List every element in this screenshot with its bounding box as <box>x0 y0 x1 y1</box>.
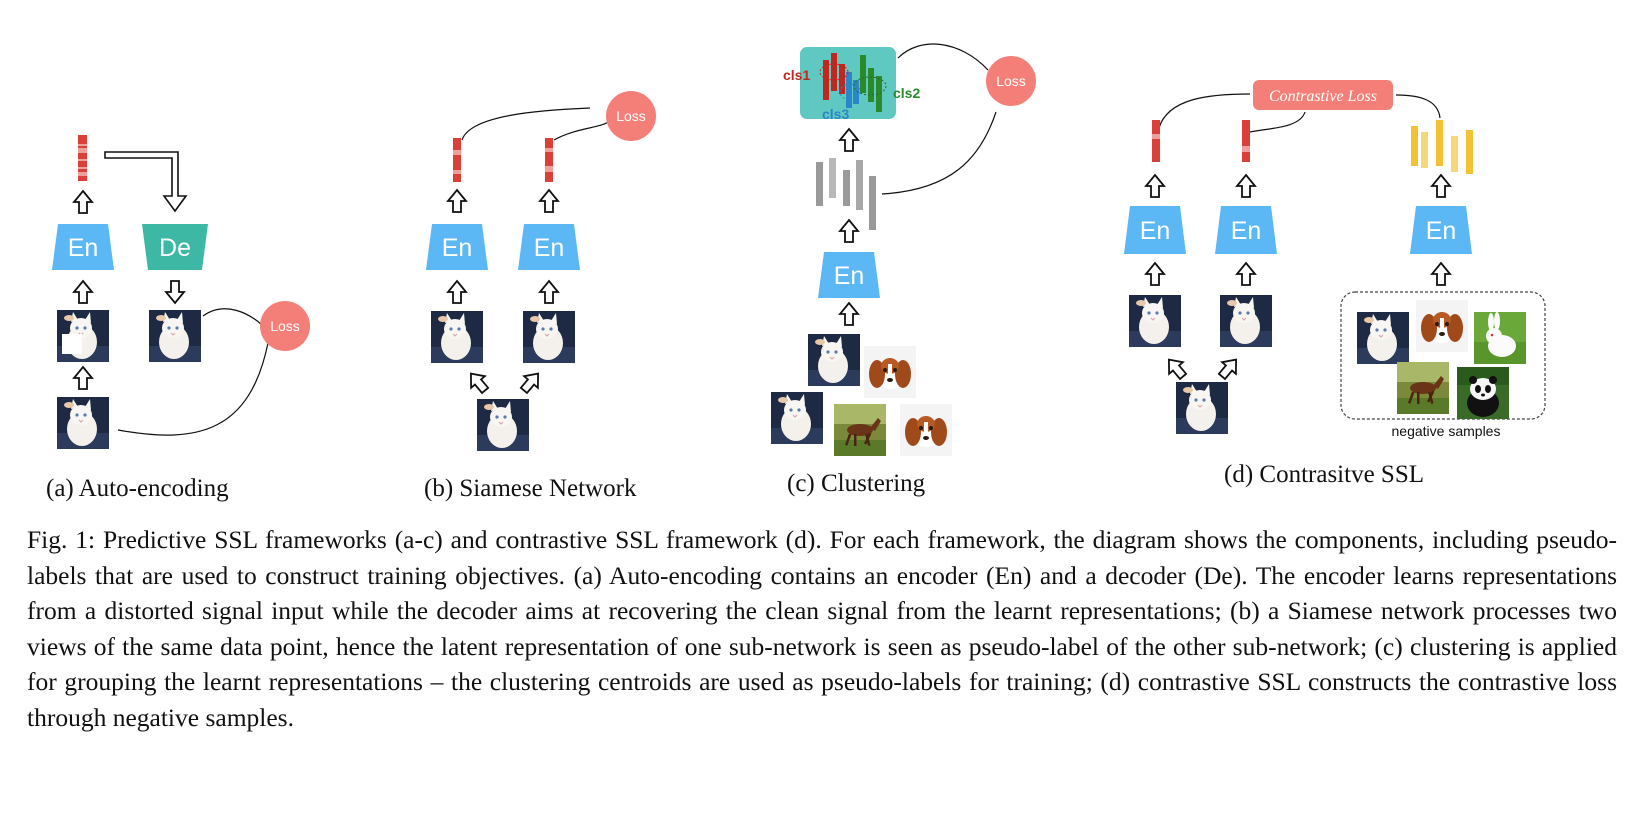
panel-c-feature-vectors <box>816 158 876 230</box>
panel-b-right-feature-vector <box>545 138 553 182</box>
negative-panda-image <box>1457 367 1509 419</box>
panel-c-loss <box>986 56 1036 106</box>
panel-d-encoder-3: En <box>1410 206 1472 254</box>
cls3-label: cls3 <box>822 106 849 122</box>
cls2-label: cls2 <box>893 85 920 101</box>
panel-a-loss-label: Loss <box>270 318 300 334</box>
panel-a-caption: (a) Auto-encoding <box>46 475 229 502</box>
up-arrow-icon <box>1236 262 1256 286</box>
down-arrow-icon <box>165 280 185 304</box>
panel-a-decoder: De <box>142 224 208 270</box>
up-arrow-icon <box>539 280 559 304</box>
up-right-arrow-icon <box>516 366 546 398</box>
figure-caption: Fig. 1: Predictive SSL frameworks (a-c) … <box>27 522 1617 735</box>
panel-d-negative-samples-box: negative samples <box>1340 291 1546 439</box>
panel-a-reconstructed-cat-image <box>148 309 202 363</box>
panel-b-loss-label: Loss <box>616 108 646 124</box>
panel-d-encoder-1-label: En <box>1140 217 1171 245</box>
negative-dog-image <box>1416 300 1468 352</box>
up-arrow-icon <box>73 366 93 390</box>
panel-c-clustering: cls1 cls2 cls3 Loss En <box>770 43 1036 456</box>
panel-d-caption: (d) Contrasitve SSL <box>1224 461 1424 488</box>
up-arrow-icon <box>447 189 467 213</box>
panel-a-feature-vector <box>78 135 87 181</box>
panel-c-caption: (c) Clustering <box>787 470 926 497</box>
panel-d-loss-label: Contrastive Loss <box>1269 88 1377 105</box>
panel-c-loss-label: Loss <box>996 73 1026 89</box>
negative-horse-image <box>1397 362 1449 414</box>
panel-a-encoder-label: En <box>68 234 99 262</box>
panel-c-encoder-label: En <box>834 262 865 290</box>
panel-b-right-encoder-label: En <box>534 234 565 262</box>
panel-c-horse-image <box>834 404 886 456</box>
panel-a-encoder: En <box>52 224 114 270</box>
panel-b-view1-cat-image <box>430 310 484 364</box>
panel-d-contrastive: Contrastive Loss En En <box>1124 80 1546 439</box>
panel-a-auto-encoding: En De Loss <box>52 135 310 450</box>
panel-b-view2-cat-image <box>522 310 576 364</box>
up-left-arrow-icon <box>1161 352 1191 384</box>
panel-b-caption: (b) Siamese Network <box>424 475 637 502</box>
up-arrow-icon <box>1145 262 1165 286</box>
up-arrow-icon <box>73 280 93 304</box>
up-arrow-icon <box>1431 174 1451 198</box>
up-arrow-icon <box>839 219 859 243</box>
negative-cat-image <box>1356 311 1410 365</box>
figure-caption-text: Fig. 1: Predictive SSL frameworks (a-c) … <box>27 525 1617 732</box>
panel-b-left-encoder: En <box>426 224 488 270</box>
panel-b-siamese: Loss En En <box>426 91 656 452</box>
panel-c-cat-image <box>807 333 861 387</box>
panel-c-cat2-image <box>770 391 824 445</box>
panel-b-loss <box>606 91 656 141</box>
panel-d-input-cat-image <box>1175 381 1229 435</box>
panel-d-encoder-2-label: En <box>1231 217 1262 245</box>
panel-c-cluster-box: cls1 cls2 cls3 <box>783 47 920 122</box>
up-arrow-icon <box>447 280 467 304</box>
panel-d-negative-feature-vectors <box>1411 120 1473 174</box>
panel-d-loss: Contrastive Loss <box>1253 80 1393 110</box>
panel-a-loss: Loss <box>117 301 310 436</box>
cls1-label: cls1 <box>783 67 810 83</box>
negative-rabbit-image <box>1474 312 1526 364</box>
up-arrow-icon <box>73 190 93 214</box>
up-right-arrow-icon <box>1214 352 1244 384</box>
panel-a-decoder-label: De <box>159 234 191 262</box>
panel-b-right-encoder: En <box>518 224 580 270</box>
up-arrow-icon <box>1236 174 1256 198</box>
panel-d-anchor-feature-vector <box>1152 120 1160 162</box>
panel-d-view2-cat-image <box>1219 294 1273 348</box>
up-left-arrow-icon <box>463 366 493 398</box>
panel-d-encoder-1: En <box>1124 206 1186 254</box>
panel-a-latent-to-decoder-arrow <box>104 151 188 213</box>
panel-d-positive-feature-vector <box>1242 120 1250 162</box>
panel-c-dog-image <box>864 346 916 398</box>
up-arrow-icon <box>839 128 859 152</box>
panel-c-encoder: En <box>818 252 880 298</box>
panel-a-occlusion-mask <box>62 334 82 354</box>
up-arrow-icon <box>539 189 559 213</box>
panel-d-encoder-2: En <box>1215 206 1277 254</box>
panel-d-encoder-3-label: En <box>1426 217 1457 245</box>
negative-samples-label: negative samples <box>1392 423 1501 439</box>
panel-b-left-feature-vector <box>453 138 461 182</box>
panel-b-left-encoder-label: En <box>442 234 473 262</box>
figure-diagram: En De Loss <box>52 43 1546 456</box>
panel-b-input-cat-image <box>476 398 530 452</box>
panel-a-input-cat-image <box>56 396 110 450</box>
panel-d-view1-cat-image <box>1128 294 1182 348</box>
up-arrow-icon <box>839 302 859 326</box>
up-arrow-icon <box>1431 262 1451 286</box>
panel-c-dog2-image <box>900 404 952 456</box>
up-arrow-icon <box>1145 174 1165 198</box>
